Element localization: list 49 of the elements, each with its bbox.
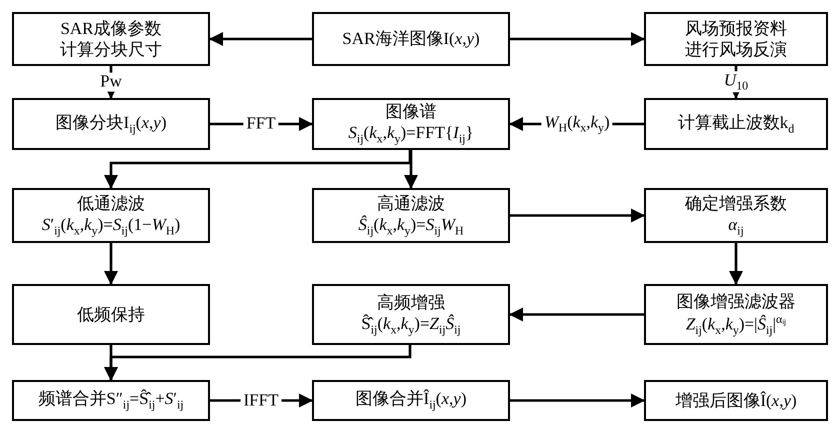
box-heading: SAR成像参数 <box>60 18 162 39</box>
box-text: Ŝ̂$_{ij}$(k$_{x}$,k$_{y}$)=Z$_{ij}$Ŝ$_{ij}$ <box>361 312 461 338</box>
arrow <box>209 32 312 46</box>
process-box <box>12 98 210 150</box>
box-text: S′$_{ij}$(k$_{x}$,k$_{y}$)=S$_{ij}$(1−W$_{H}$) <box>42 214 180 238</box>
arrow <box>104 243 118 285</box>
process-box <box>644 12 828 66</box>
arrow <box>404 150 418 189</box>
process-box <box>312 98 510 150</box>
process-box <box>312 284 510 345</box>
process-box <box>644 380 828 421</box>
box-text: Ŝ$_{ij}$(k$_{x}$,k$_{y}$)=S$_{ij}$W$_{H}$ <box>358 214 464 238</box>
box-heading: 风场预报资料 <box>685 18 787 39</box>
box-heading: 图像增强滤波器 <box>676 290 796 312</box>
arrow <box>510 32 645 46</box>
box-text: 计算截止波数k$_{d}$ <box>678 112 794 136</box>
process-box <box>12 12 210 66</box>
box-heading: 高通滤波 <box>377 192 445 214</box>
box-text: 图像分块I$_{ij}$(x,y) <box>56 112 166 136</box>
process-box <box>312 12 510 66</box>
arrow <box>510 208 645 222</box>
process-box <box>312 380 510 421</box>
box-text: 频谱合并S″$_{ij}$=Ŝ̂$_{ij}$+S′$_{ij}$ <box>38 388 184 413</box>
box-text: SAR海洋图像I(x,y) <box>342 28 480 50</box>
box-text: 计算分块尺寸 <box>60 39 162 60</box>
box-heading: 高频增强 <box>377 292 445 313</box>
arrow <box>510 394 645 408</box>
box-heading: 确定增强系数 <box>685 192 787 214</box>
arrow <box>104 345 412 381</box>
arrow <box>729 243 743 285</box>
process-box <box>644 98 828 150</box>
box-text: S$_{ij}$(k$_{x}$,k$_{y}$)=FFT{I$_{ij}$} <box>348 122 474 147</box>
edge-label: W$_{H}$(k$_{x}$,k$_{y}$) <box>541 113 613 135</box>
box-heading: 图像谱 <box>386 101 436 122</box>
process-box <box>12 188 210 243</box>
process-box <box>312 188 510 243</box>
process-box <box>644 188 828 243</box>
arrow <box>509 308 644 322</box>
box-text: Z$_{ij}$(k$_{x}$,k$_{y}$)=|Ŝ$_{ij}$|$^{αᵢⱼ}$ <box>686 312 786 338</box>
process-box <box>12 284 210 345</box>
process-box <box>644 284 828 345</box>
box-text: 低频保持 <box>77 304 145 326</box>
box-text: α$_{ij}$ <box>728 214 744 238</box>
arrow <box>104 150 412 189</box>
box-text: 图像合并Î$_{ij}$(x,y) <box>356 388 466 413</box>
process-box <box>12 380 210 421</box>
box-heading: 低通滤波 <box>77 192 145 214</box>
box-text: 增强后图像Î(x,y) <box>675 390 797 412</box>
box-text: 进行风场反演 <box>685 39 787 60</box>
